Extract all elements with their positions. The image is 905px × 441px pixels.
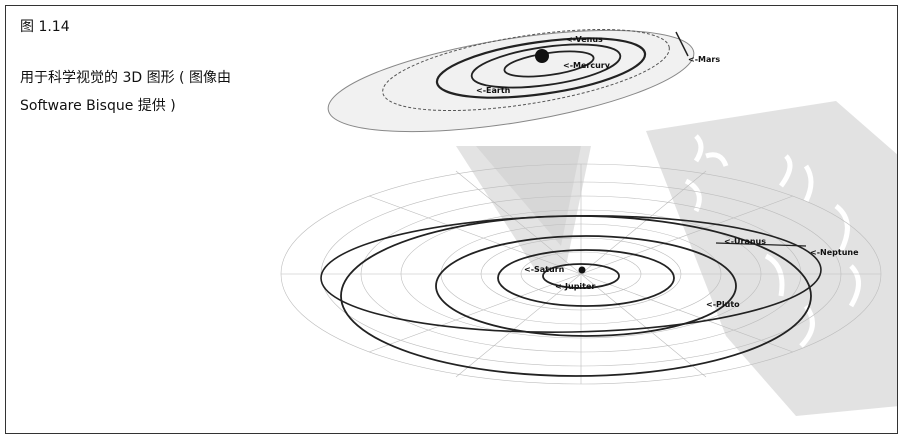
venus-orbit	[470, 43, 622, 89]
figure-caption: 用于科学视觉的 3D 图形 ( 图像由 Software Bisque 提供 )	[20, 64, 290, 120]
sun-inner	[535, 49, 549, 63]
neptune-label: <-Neptune	[810, 248, 859, 257]
figure-frame: 图 1.14 用于科学视觉的 3D 图形 ( 图像由 Software Bisq…	[5, 5, 898, 434]
outer-grid	[280, 163, 882, 385]
earth-label: <-Earth	[476, 86, 511, 95]
mars-marker	[675, 31, 689, 57]
neptune-orbit	[340, 215, 812, 377]
mars-label: <-Mars	[688, 55, 720, 64]
caption-line-1: 用于科学视觉的 3D 图形 ( 图像由	[20, 70, 231, 86]
uranus-label: <-Uranus	[724, 237, 766, 246]
mars-orbit	[382, 28, 670, 112]
figure-label: 图 1.14	[20, 19, 70, 35]
earth-orbit	[435, 37, 647, 99]
watermark-seal	[646, 101, 897, 416]
jupiter-label: <-Jupiter	[555, 282, 595, 291]
jupiter-orbit	[542, 263, 620, 289]
pluto-label: <-Pluto	[706, 300, 740, 309]
sun-outer	[578, 266, 586, 274]
inner-system: <-Venus <-Mercury <-Earth <-Mars	[327, 28, 720, 133]
solar-system-illustration: <-Venus <-Mercury <-Earth <-Mars <-Uranu…	[280, 28, 897, 416]
venus-label: <-Venus	[566, 35, 603, 44]
saturn-orbit	[497, 249, 675, 307]
central-cone	[456, 146, 591, 271]
caption-line-2: Software Bisque 提供 )	[20, 98, 176, 114]
outer-system: <-Uranus <-Neptune <-Saturn <-Jupiter <-…	[320, 215, 859, 377]
uranus-orbit	[435, 235, 737, 337]
inner-plane	[327, 29, 695, 133]
saturn-label: <-Saturn	[524, 265, 565, 274]
mercury-label: <-Mercury	[563, 61, 611, 70]
